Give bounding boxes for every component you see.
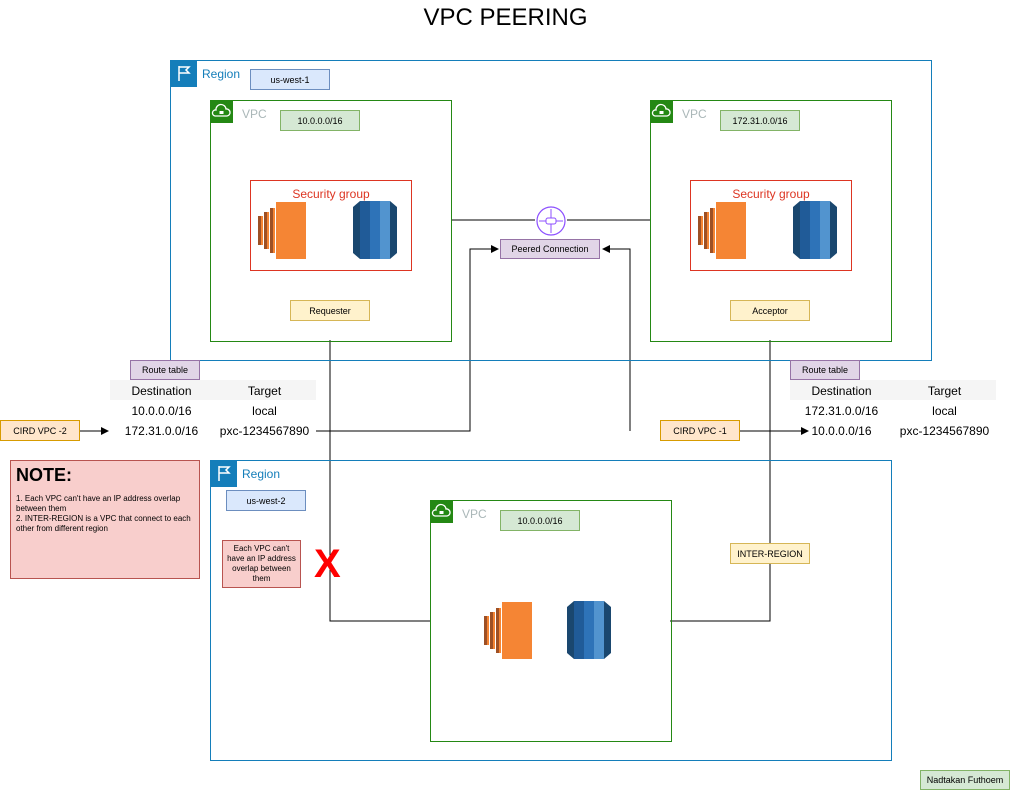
security-group-label: Security group — [292, 187, 370, 201]
vpc-acceptor — [650, 100, 892, 342]
vpc-us-west-2 — [430, 500, 672, 742]
peered-connection-box: Peered Connection — [500, 239, 600, 259]
target-header: Target — [247, 384, 282, 398]
vpc-label: VPC — [682, 107, 707, 121]
ec2-icon — [258, 202, 306, 264]
route-table-label: Route table — [130, 360, 200, 380]
vpc-cloud-icon — [650, 100, 673, 123]
route-table-header — [110, 380, 316, 400]
cird-vpc-1-badge: CIRD VPC -1 — [660, 420, 740, 441]
author-badge: Nadtakan Futhoem — [920, 770, 1010, 790]
cird-vpc-2-badge: CIRD VPC -2 — [0, 420, 80, 441]
vpc-cloud-icon — [430, 500, 453, 523]
note-line-2: 2. INTER-REGION is a VPC that connect to… — [16, 514, 191, 533]
route-target: local — [252, 404, 277, 418]
overlap-warning-box: Each VPC can't have an IP address overla… — [222, 540, 301, 588]
route-destination: 172.31.0.0/16 — [804, 404, 879, 418]
route-target: pxc-1234567890 — [219, 424, 310, 438]
x-mark-icon: X — [314, 542, 341, 586]
region-label: Region — [202, 67, 241, 81]
region-flag-icon — [210, 460, 237, 487]
region-us-west-2 — [210, 460, 892, 761]
rds-icon — [348, 201, 402, 264]
rds-icon — [562, 601, 616, 664]
region-label: Region — [242, 467, 281, 481]
destination-header: Destination — [811, 384, 872, 398]
note-box: NOTE: 1. Each VPC can't have an IP addre… — [10, 460, 200, 579]
route-destination: 172.31.0.0/16 — [124, 424, 199, 438]
note-title: NOTE: — [16, 465, 72, 485]
vpc-cloud-icon — [210, 100, 233, 123]
requester-badge: Requester — [290, 300, 370, 321]
security-group: Security group — [690, 180, 852, 271]
destination-header: Destination — [131, 384, 192, 398]
security-group: Security group — [250, 180, 412, 271]
ec2-icon — [698, 202, 746, 264]
vpc-cidr-badge: 172.31.0.0/16 — [720, 110, 800, 131]
requester-vpc-c-line — [329, 340, 431, 622]
vpc-label: VPC — [242, 107, 267, 121]
rds-icon — [788, 201, 842, 264]
vpc-label: VPC — [462, 507, 487, 521]
region-name-badge: us-west-2 — [226, 490, 306, 511]
vpc-cidr-badge: 10.0.0.0/16 — [280, 110, 360, 131]
page-title: VPC PEERING — [423, 4, 588, 31]
vpc-peering-icon — [535, 205, 567, 242]
route-destination: 10.0.0.0/16 — [131, 404, 192, 418]
route-table-label: Route table — [790, 360, 860, 380]
security-group-label: Security group — [732, 187, 810, 201]
note-line-1: 1. Each VPC can't have an IP address ove… — [16, 494, 181, 513]
route-target: local — [932, 404, 957, 418]
inter-region-badge: INTER-REGION — [730, 543, 810, 564]
route-destination: 10.0.0.0/16 — [811, 424, 872, 438]
route-table-header — [790, 380, 996, 400]
route-target: pxc-1234567890 — [899, 424, 990, 438]
right-route-arrow — [602, 245, 631, 431]
target-header: Target — [927, 384, 962, 398]
acceptor-badge: Acceptor — [730, 300, 810, 321]
acceptor-vpc-c-line — [670, 340, 771, 622]
vpc-requester — [210, 100, 452, 342]
left-route-arrow — [316, 245, 499, 432]
vpc-cidr-badge: 10.0.0.0/16 — [500, 510, 580, 531]
region-flag-icon — [170, 60, 197, 87]
region-name-badge: us-west-1 — [250, 69, 330, 90]
region-us-west-1 — [170, 60, 932, 361]
ec2-icon — [484, 602, 532, 664]
